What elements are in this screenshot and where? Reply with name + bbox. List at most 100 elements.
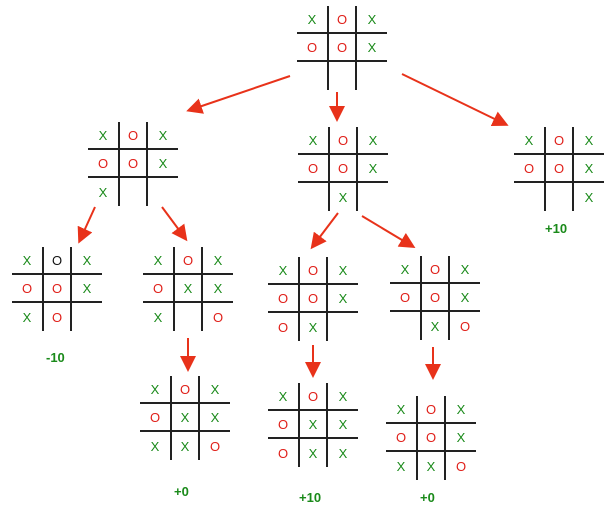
board-cell: X xyxy=(298,313,328,341)
tree-arrow xyxy=(361,215,416,249)
board-cell: X xyxy=(298,411,328,439)
board-cell: X xyxy=(153,309,163,325)
board-cell: X xyxy=(328,383,358,411)
board-cell: X xyxy=(328,257,358,285)
board-cell xyxy=(298,183,328,211)
board-cell: X xyxy=(297,6,327,34)
board-cell: O xyxy=(544,127,574,155)
board-cell: X xyxy=(390,256,420,284)
board-cell: X xyxy=(170,404,200,432)
board-cell: O xyxy=(328,127,358,155)
board-cell: O xyxy=(173,247,203,275)
board-cell xyxy=(328,313,358,341)
board-cell: O xyxy=(209,438,221,454)
board-cell: O xyxy=(268,411,298,439)
board-cell: X xyxy=(358,155,388,183)
board-cell xyxy=(173,303,203,331)
board-cell: X xyxy=(148,150,178,178)
board-cell: X xyxy=(170,432,200,460)
board-cell: O xyxy=(118,122,148,150)
board-cell: O xyxy=(298,285,328,313)
tree-arrow xyxy=(161,206,188,242)
board-cell: X xyxy=(416,452,446,480)
board-cell: O xyxy=(327,6,357,34)
board-cell: X xyxy=(140,376,170,404)
board-cell xyxy=(118,178,148,206)
board-cell: X xyxy=(328,285,358,313)
board-cell: X xyxy=(72,247,102,275)
board-cell: X xyxy=(203,275,233,303)
board-cell: O xyxy=(277,319,289,335)
board-cell: X xyxy=(386,396,416,424)
board-cell: X xyxy=(143,247,173,275)
board-cell: O xyxy=(327,34,357,62)
board-cell: O xyxy=(268,285,298,313)
board-cell: O xyxy=(298,257,328,285)
board-cell: O xyxy=(544,155,574,183)
board-cell: X xyxy=(173,275,203,303)
board-cell: X xyxy=(338,445,348,461)
board-cell: O xyxy=(297,34,327,62)
tree-arrow xyxy=(310,212,339,250)
board-cell: O xyxy=(298,383,328,411)
board-cell: O xyxy=(386,424,416,452)
board-cell: O xyxy=(298,155,328,183)
score-r1: +10 xyxy=(545,221,568,236)
board-cell: X xyxy=(22,309,32,325)
board-cell: O xyxy=(42,275,72,303)
tree-arrow xyxy=(186,75,291,114)
board-cell: O xyxy=(420,284,450,312)
board-cell: X xyxy=(574,155,604,183)
board-cell: X xyxy=(358,127,388,155)
board-cell: O xyxy=(455,458,467,474)
board-cell xyxy=(72,303,102,331)
board-cell: X xyxy=(72,275,102,303)
score-l2a: -10 xyxy=(46,350,65,365)
board-cell: X xyxy=(88,122,118,150)
board-cell: X xyxy=(396,458,406,474)
board-cell: X xyxy=(98,184,108,200)
board-cell: X xyxy=(420,312,450,340)
board-cell xyxy=(327,62,357,90)
board-cell: O xyxy=(42,303,72,331)
tree-arrow xyxy=(401,73,509,126)
score-m3b: +0 xyxy=(420,490,435,505)
board-cell: X xyxy=(446,424,476,452)
board-cell: O xyxy=(416,424,446,452)
board-cell: O xyxy=(212,309,224,325)
board-cell: X xyxy=(328,411,358,439)
tree-arrow xyxy=(77,206,96,244)
board-cell: X xyxy=(150,438,160,454)
board-cell: X xyxy=(268,257,298,285)
score-l3b: +0 xyxy=(174,484,189,499)
board-cell: O xyxy=(170,376,200,404)
board-cell: X xyxy=(268,383,298,411)
board-cell: O xyxy=(143,275,173,303)
board-cell xyxy=(514,183,544,211)
board-cell: O xyxy=(118,150,148,178)
board-cell: X xyxy=(200,376,230,404)
board-cell: X xyxy=(357,34,387,62)
board-cell: X xyxy=(12,247,42,275)
board-cell: X xyxy=(446,396,476,424)
board-cell: O xyxy=(277,445,289,461)
board-cell: X xyxy=(298,439,328,467)
board-cell: X xyxy=(298,127,328,155)
board-cell: X xyxy=(148,122,178,150)
board-cell xyxy=(390,312,420,340)
board-cell: X xyxy=(450,256,480,284)
board-cell: O xyxy=(416,396,446,424)
board-cell: O xyxy=(328,155,358,183)
board-cell xyxy=(544,183,574,211)
board-cell: O xyxy=(12,275,42,303)
board-cell: O xyxy=(514,155,544,183)
